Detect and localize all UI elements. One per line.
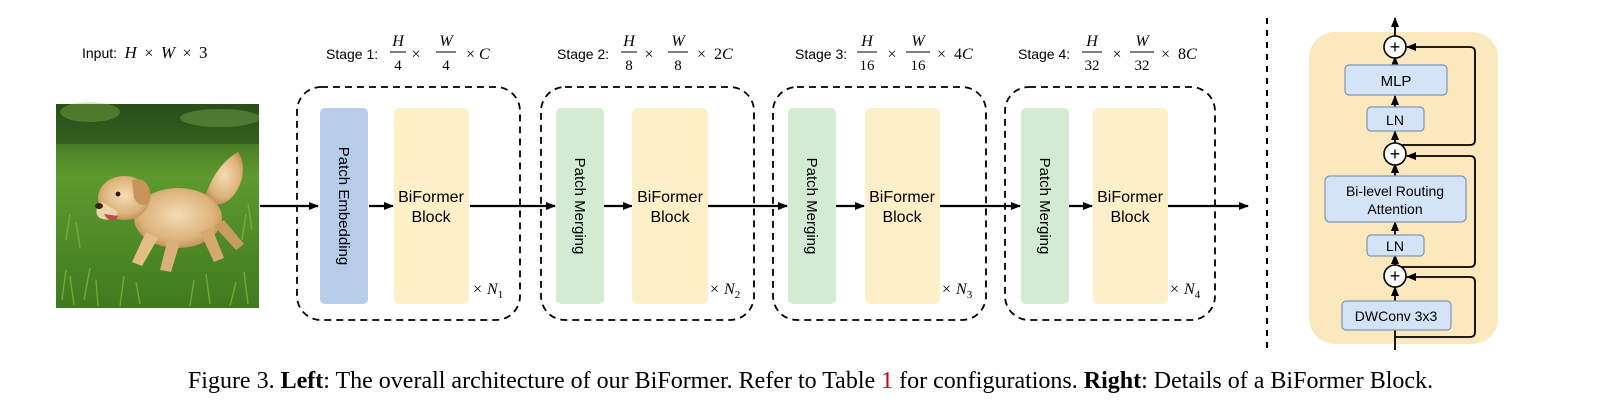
biformer-block-3 bbox=[865, 108, 940, 304]
stage-1-frac-w-num: W bbox=[439, 33, 454, 50]
stage-3-channels: × 4C bbox=[937, 46, 973, 63]
input-label: Input: H × W × 3 bbox=[82, 43, 208, 62]
stage-1-channels: × C bbox=[466, 46, 490, 63]
caption-figure-number: Figure 3. bbox=[187, 368, 275, 394]
dwconv-label: DWConv 3x3 bbox=[1355, 308, 1438, 324]
stage-2-frac-w-den: 8 bbox=[674, 58, 682, 74]
attention-label-line1: Bi-level Routing bbox=[1346, 183, 1444, 199]
biformer-block-detail: + + + MLP LN Bi-level Routing Attention … bbox=[1309, 17, 1498, 350]
biformer-block-4-label-line2: Block bbox=[1110, 209, 1150, 226]
stage-1-frac-w-den: 4 bbox=[442, 58, 450, 74]
caption-left-text: : The overall architecture of our BiForm… bbox=[323, 368, 876, 394]
biformer-block-1-label-line1: BiFormer bbox=[398, 189, 464, 206]
stage-3-frac-w-den: 16 bbox=[911, 58, 927, 74]
patch-merging-label-3: Patch Merging bbox=[803, 158, 820, 255]
caption-right-heading: Right bbox=[1083, 368, 1142, 394]
stage-2-frac-h-num: H bbox=[622, 33, 636, 50]
biformer-block-4 bbox=[1093, 108, 1168, 304]
bi-level-routing-attention-box bbox=[1324, 175, 1467, 223]
caption-table-ref[interactable]: 1 bbox=[881, 368, 894, 394]
patch-merging-block-3 bbox=[788, 108, 836, 304]
biformer-block-3-label-line1: BiFormer bbox=[869, 189, 935, 206]
stage-4-frac-w-den: 32 bbox=[1135, 58, 1150, 74]
stage-2-frac-h-den: 8 bbox=[625, 58, 633, 74]
stage-3-frac-h-den: 16 bbox=[860, 58, 876, 74]
figure-caption: Figure 3. Left: The overall architecture… bbox=[0, 368, 1621, 395]
patch-merging-block-4 bbox=[1021, 108, 1069, 304]
stage-1-repeat: ×N1 bbox=[473, 281, 503, 301]
biformer-block-3-label-line2: Block bbox=[882, 209, 922, 226]
biformer-block-1-label-line2: Block bbox=[411, 209, 451, 226]
patch-embedding-block bbox=[320, 108, 368, 304]
stage-3-frac-w-num: W bbox=[911, 33, 926, 50]
stage-2-channels: × 2C bbox=[697, 46, 733, 63]
ln-top-label: LN bbox=[1386, 112, 1404, 128]
stage-3-frac-h-num: H bbox=[860, 33, 874, 50]
stage-1-container bbox=[296, 86, 521, 321]
svg-text:×: × bbox=[411, 46, 420, 63]
stage-4-repeat: ×N4 bbox=[1170, 281, 1201, 301]
stage-2: Stage 2: H 8 × W 8 × 2C Patch Merging Bi… bbox=[540, 33, 755, 321]
svg-text:×: × bbox=[644, 46, 653, 63]
attention-label-line2: Attention bbox=[1367, 201, 1422, 217]
add-top-icon bbox=[1383, 35, 1407, 59]
add-bottom-icon bbox=[1383, 264, 1407, 288]
stage-2-label: Stage 2: bbox=[557, 46, 609, 62]
patch-embedding-label: Patch Embedding bbox=[335, 147, 352, 265]
svg-text:×: × bbox=[1112, 46, 1121, 63]
patch-merging-block-2 bbox=[556, 108, 604, 304]
caption-left-heading: Left bbox=[280, 368, 324, 394]
biformer-block-2-label-line2: Block bbox=[650, 209, 690, 226]
stage-2-container bbox=[540, 86, 755, 321]
caption-right-text: : Details of a BiFormer Block. bbox=[1141, 368, 1434, 394]
caption-mid-text: for configurations. bbox=[899, 368, 1078, 394]
residual-add-top: + bbox=[1383, 35, 1407, 59]
mlp-box bbox=[1344, 64, 1448, 96]
add-top-symbol: + bbox=[1390, 37, 1401, 57]
stage-1-label: Stage 1: bbox=[326, 46, 378, 62]
add-middle-icon bbox=[1383, 142, 1407, 166]
stage-3: Stage 3: H 16 × W 16 × 4C Patch Merging … bbox=[772, 33, 987, 321]
stage-2-repeat: ×N2 bbox=[710, 281, 740, 301]
stage-2-frac-w-num: W bbox=[671, 33, 686, 50]
stage-1-frac-h-den: 4 bbox=[394, 58, 402, 74]
ln-bottom-label: LN bbox=[1386, 238, 1404, 254]
ln-top-box bbox=[1366, 106, 1425, 132]
input-dog-image bbox=[56, 102, 260, 308]
add-bottom-symbol: + bbox=[1390, 266, 1401, 286]
stage-4-frac-h-den: 32 bbox=[1085, 58, 1100, 74]
stage-4-container bbox=[1004, 86, 1216, 321]
biformer-block-4-label-line1: BiFormer bbox=[1097, 189, 1163, 206]
patch-merging-label-4: Patch Merging bbox=[1036, 158, 1053, 255]
stage-4: Stage 4: H 32 × W 32 × 8C Patch Merging … bbox=[1004, 33, 1216, 321]
ln-bottom-box bbox=[1366, 234, 1425, 257]
stage-3-container bbox=[772, 86, 987, 321]
mlp-label: MLP bbox=[1381, 73, 1412, 90]
stage-3-label: Stage 3: bbox=[795, 46, 847, 62]
biformer-block-1 bbox=[394, 108, 469, 304]
biformer-block-2 bbox=[632, 108, 708, 304]
svg-text:×: × bbox=[887, 46, 896, 63]
biformer-block-2-label-line1: BiFormer bbox=[637, 189, 703, 206]
dwconv-box bbox=[1341, 300, 1452, 331]
stage-4-frac-w-num: W bbox=[1135, 33, 1150, 50]
stage-1: Stage 1: H 4 × W 4 × C Patch Embedding B… bbox=[296, 33, 521, 321]
stage-1-frac-h-num: H bbox=[391, 33, 405, 50]
residual-add-middle: + bbox=[1383, 142, 1407, 166]
residual-add-bottom: + bbox=[1383, 264, 1407, 288]
stage-4-frac-h-num: H bbox=[1085, 33, 1099, 50]
stage-3-repeat: ×N3 bbox=[942, 281, 973, 301]
add-middle-symbol: + bbox=[1390, 144, 1401, 164]
stage-4-label: Stage 4: bbox=[1018, 46, 1070, 62]
stage-4-channels: × 8C bbox=[1161, 46, 1197, 63]
patch-merging-label-2: Patch Merging bbox=[571, 158, 588, 255]
